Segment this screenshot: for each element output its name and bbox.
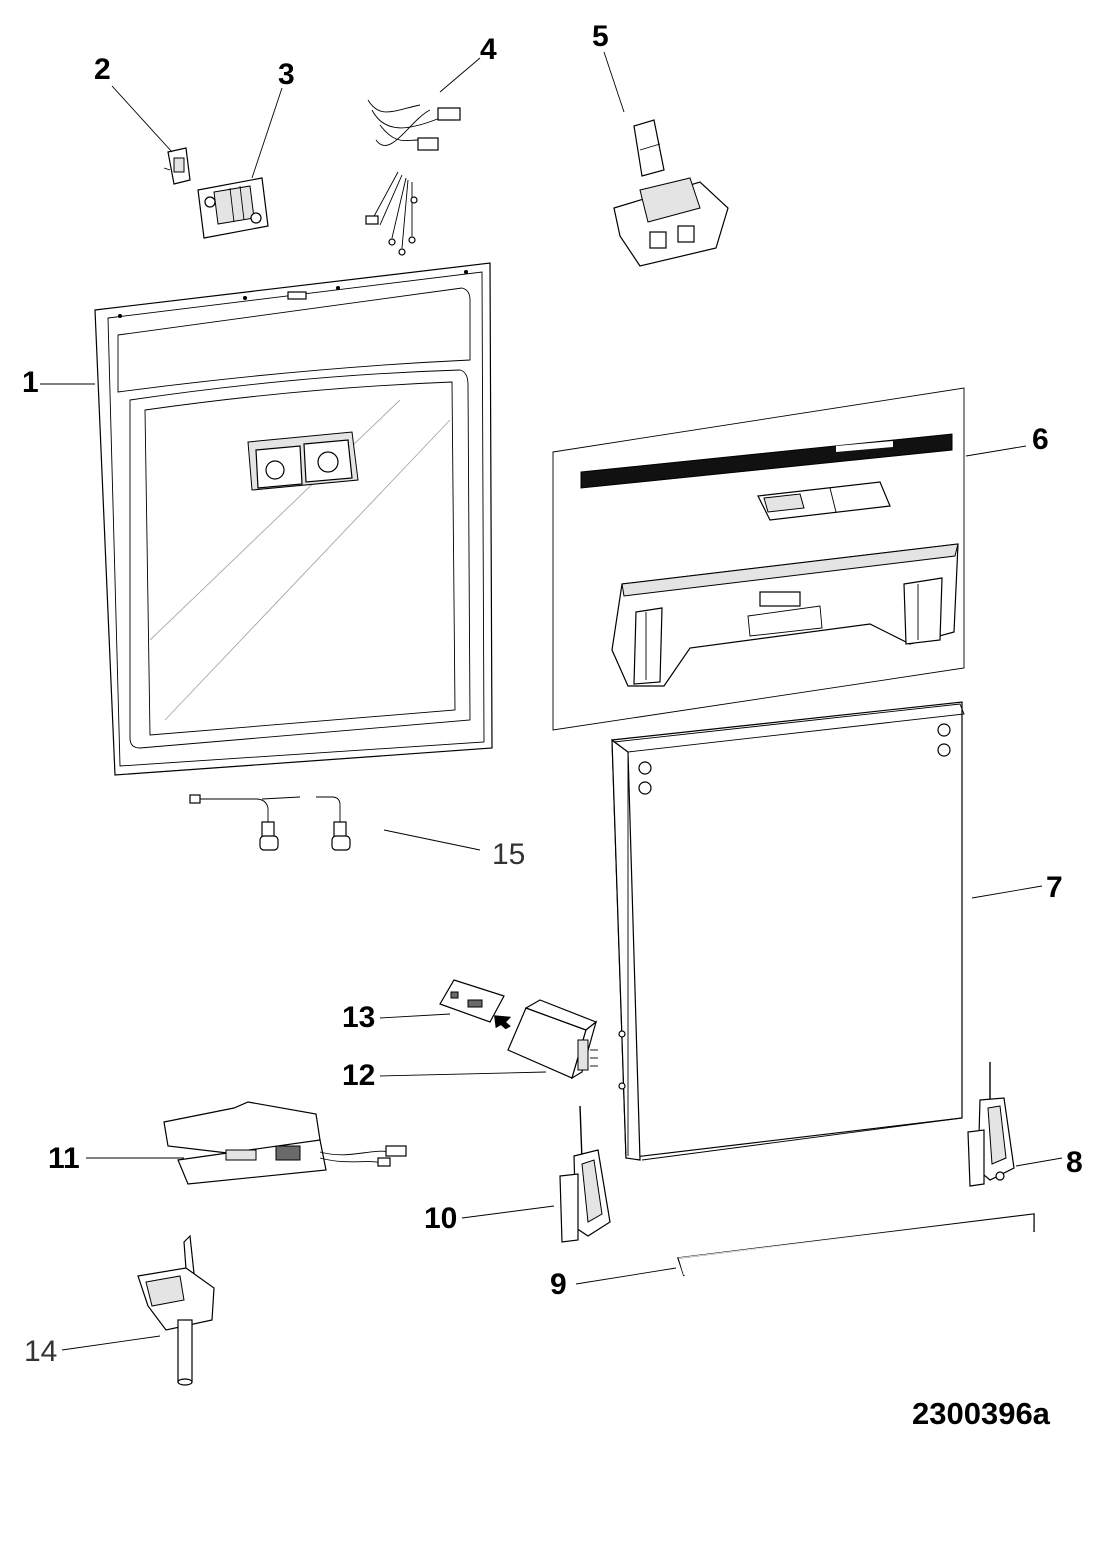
electronic-board bbox=[163, 1101, 407, 1185]
label-card bbox=[439, 979, 512, 1030]
part-label-15: 15 bbox=[492, 838, 526, 871]
connecting-rod bbox=[677, 1213, 1035, 1277]
detergent-dispenser-module bbox=[613, 119, 729, 267]
part-label-13: 13 bbox=[342, 1001, 376, 1034]
inner-door-panel bbox=[94, 262, 493, 776]
part-label-3: 3 bbox=[278, 58, 295, 91]
leader-10 bbox=[461, 1205, 555, 1219]
sensor-valve bbox=[137, 1234, 215, 1386]
part-label-1: 1 bbox=[22, 366, 39, 399]
part-label-10: 10 bbox=[424, 1202, 458, 1235]
part-label-11: 11 bbox=[48, 1142, 80, 1175]
diagram-reference-number: 2300396a bbox=[912, 1396, 1050, 1431]
leader-15 bbox=[383, 829, 481, 851]
part-label-9: 9 bbox=[550, 1268, 567, 1301]
wiring-harness bbox=[365, 99, 461, 256]
part-label-7: 7 bbox=[1046, 871, 1063, 904]
door-lock bbox=[197, 177, 269, 239]
outer-door-panel bbox=[611, 701, 965, 1161]
leader-3 bbox=[251, 87, 283, 179]
hinge-right bbox=[967, 1062, 1015, 1187]
part-label-5: 5 bbox=[592, 20, 609, 53]
leader-12 bbox=[379, 1071, 547, 1077]
sensor-cable bbox=[189, 794, 351, 851]
leader-4 bbox=[439, 57, 481, 93]
part-label-12: 12 bbox=[342, 1059, 376, 1092]
module-box bbox=[507, 999, 598, 1080]
hinge-left bbox=[559, 1105, 611, 1243]
leader-2 bbox=[111, 85, 173, 153]
leader-6 bbox=[965, 445, 1027, 457]
part-label-4: 4 bbox=[480, 33, 497, 66]
part-label-8: 8 bbox=[1066, 1146, 1083, 1179]
leader-13 bbox=[379, 1013, 451, 1019]
leader-7 bbox=[971, 885, 1043, 899]
door-switch bbox=[163, 147, 191, 185]
leader-14 bbox=[61, 1335, 161, 1351]
leader-5 bbox=[603, 51, 625, 113]
leader-lines bbox=[40, 51, 1063, 1351]
control-panel-assembly bbox=[552, 387, 965, 731]
part-label-2: 2 bbox=[94, 53, 111, 86]
leader-8 bbox=[1015, 1157, 1063, 1167]
part-label-14: 14 bbox=[24, 1335, 58, 1368]
leader-9 bbox=[575, 1267, 677, 1285]
part-label-6: 6 bbox=[1032, 423, 1049, 456]
